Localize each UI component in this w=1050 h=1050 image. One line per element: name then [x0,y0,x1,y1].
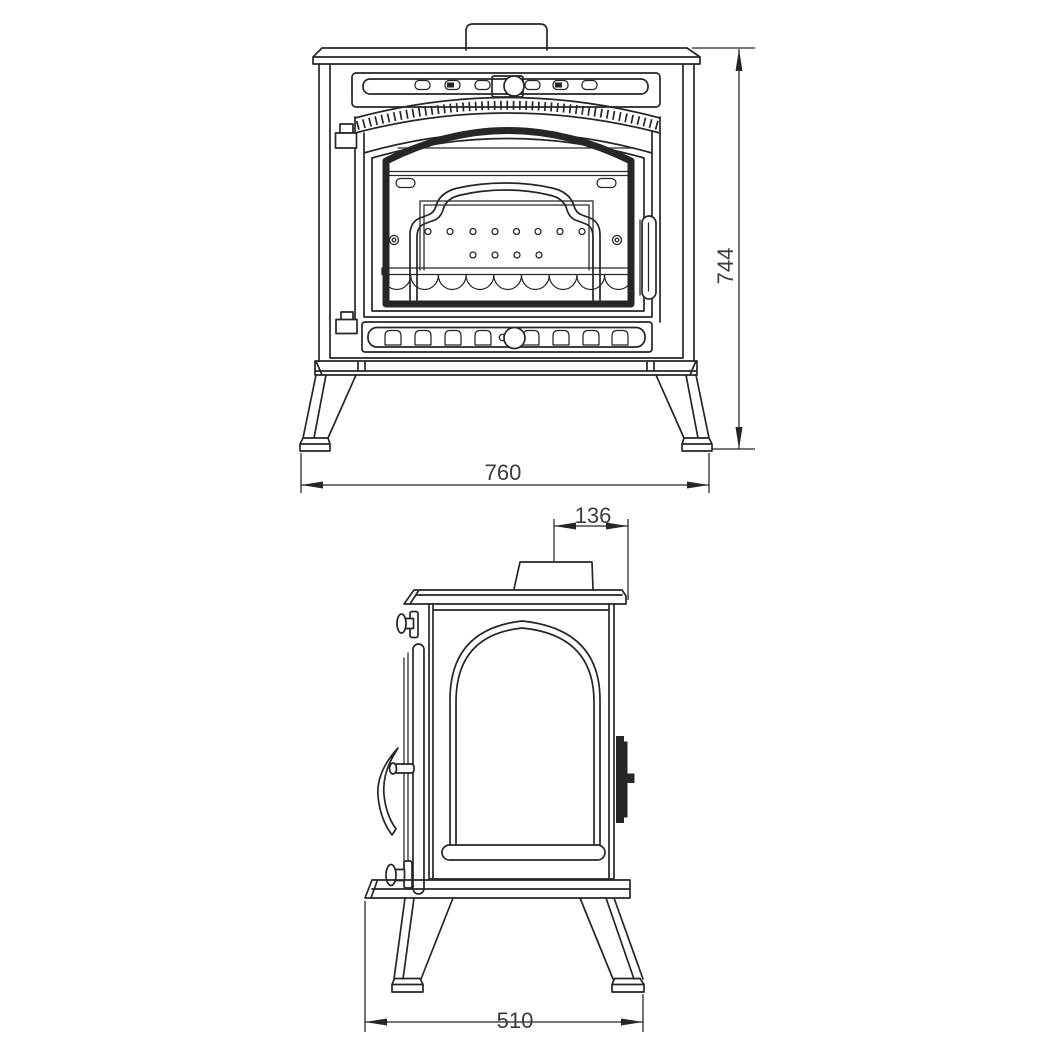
front-right-leg [655,374,713,452]
front-vent-bar [362,78,649,95]
side-legs [391,897,645,993]
side-top-plate [403,589,627,605]
vent-slot [444,79,461,91]
front-body-shell [318,63,695,362]
dim-arrow-top [735,49,743,71]
side-handle-pin-cap [388,762,398,775]
side-hinge-knobs [385,610,419,889]
dim-front-height-lines [692,47,755,450]
dim-arrow-left [365,1018,387,1026]
vent-slot [581,79,598,91]
dim-depth: 510 [364,901,644,1033]
door-hinges [334,123,358,335]
glass-clip-screws [388,234,623,246]
side-view-stove [364,561,645,993]
front-arch-band-hatching [355,100,660,130]
dim-flue-offset: 136 [553,503,629,600]
front-vent-panel [351,72,661,108]
vent-slot [414,79,431,91]
dim-label-flue-offset: 136 [575,503,612,528]
hinge-knob-cap-bottom [385,863,397,887]
dim-arrow-left [301,481,323,489]
dim-arrow-bottom [735,427,743,449]
front-view-stove [299,23,713,452]
firebox-baffle-lines [388,147,633,177]
firebox-slot-left [395,177,416,189]
front-flue-collar [465,23,548,51]
side-arch-panel [449,620,601,854]
hinge-top-upper [339,123,354,134]
hinge-bottom-lower [335,318,358,335]
log-guard-handle [409,182,601,301]
rear-control-knob [627,773,635,783]
front-top-plate [312,47,701,65]
ash-panel [361,321,653,353]
side-base-plinth [364,879,631,899]
side-back-leg [579,897,645,993]
front-legs [299,374,713,452]
side-door-handle [377,747,399,836]
fireback-holes [424,227,586,259]
hinge-top-lower [334,132,358,149]
dim-arrow-right [621,1018,643,1026]
ash-vent-slots [384,329,629,346]
vent-slot [474,79,491,91]
vent-slot [524,79,541,91]
front-base-plinth [314,360,698,376]
side-flue-collar [513,561,594,590]
firebox-slot-right [596,177,617,189]
dim-label-front-height: 744 [713,248,738,285]
dim-label-depth: 510 [497,1008,534,1033]
ash-panel-bar [367,326,646,348]
dim-arrow-left [554,522,576,530]
front-arch-band [354,96,661,134]
dim-front-width-lines [300,453,710,493]
dim-depth-lines [364,901,644,1032]
ash-control-knob [503,326,526,350]
side-front-leg [391,897,454,993]
door-glass-frame [382,127,635,308]
front-vent-slots [414,79,598,91]
side-panel-bottom-rail [441,844,606,861]
side-body-shell [428,603,615,880]
dim-flue-offset-lines [553,519,629,600]
dim-label-front-width: 760 [485,460,522,485]
front-vent-knob [503,75,525,97]
dim-front-height: 744 [692,47,755,450]
front-left-leg [299,374,357,452]
vent-slot [552,79,569,91]
log-retainer-bar [381,267,634,276]
dim-arrow-right [606,522,628,530]
scalloped-log-fence [382,274,633,291]
rear-air-control-bracket [616,736,628,823]
dim-front-width: 760 [300,453,710,493]
dim-arrow-right [687,481,709,489]
hinge-knob-cap-top [396,613,407,634]
